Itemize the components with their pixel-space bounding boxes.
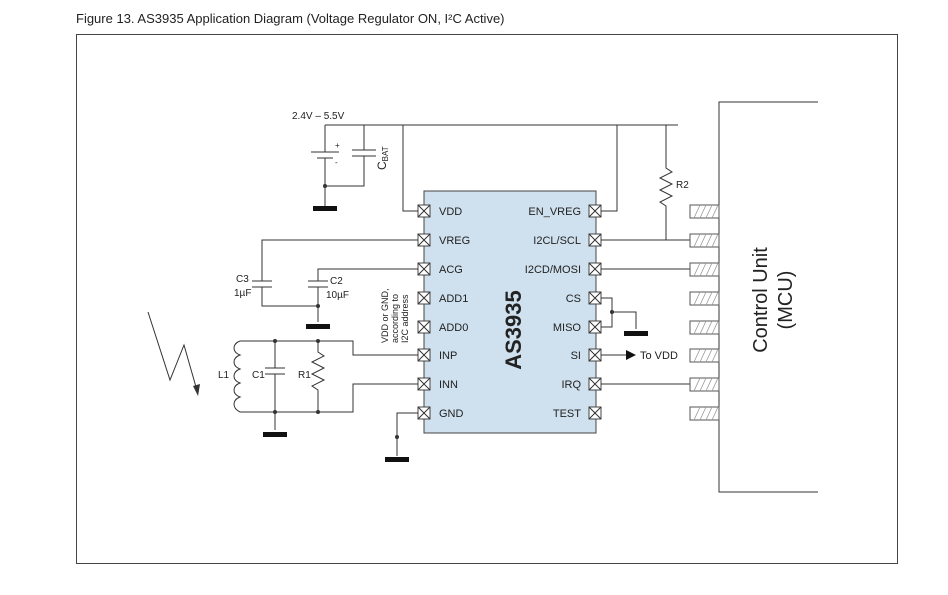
battery: + - — [311, 125, 340, 211]
c1-label: C1 — [252, 370, 265, 381]
wire-vdd — [402, 125, 418, 212]
antenna-circuit: L1 C1 R1 — [218, 339, 418, 437]
pin-i2cd-mosi: I2CD/MOSI — [525, 262, 602, 276]
pin-vreg: VREG — [417, 233, 470, 247]
pin-label-add1: ADD1 — [439, 293, 468, 305]
right-pins: EN_VREG I2CL/SCL I2CD/MOSI CS MISO SI IR… — [525, 204, 602, 420]
figure-caption: Figure 13. AS3935 Application Diagram (V… — [76, 11, 505, 26]
pin-label-irq: IRQ — [561, 379, 581, 391]
pin-label-inp: INP — [439, 350, 457, 362]
mcu-label-line1: Control Unit — [750, 247, 772, 353]
c2-label: C2 — [330, 276, 343, 287]
mcu-pin-hatching — [693, 204, 719, 421]
address-note: VDD or GND, according to I2C address — [380, 288, 410, 343]
lightning-arrow-icon — [193, 384, 200, 396]
l1-label: L1 — [218, 370, 230, 381]
pin-add0: ADD0 — [417, 320, 468, 334]
pin-label-gnd: GND — [439, 408, 464, 420]
supply-label: 2.4V – 5.5V — [292, 111, 345, 122]
pin-test: TEST — [553, 406, 602, 420]
pin-label-si: SI — [571, 350, 581, 362]
lightning-icon — [147, 311, 199, 395]
pin-label-cs: CS — [566, 293, 581, 305]
ground-symbol-chip — [385, 457, 409, 462]
pin-label-miso: MISO — [553, 322, 582, 334]
pin-label-inn: INN — [439, 379, 458, 391]
si-to-vdd: To VDD — [601, 350, 678, 362]
chip-body — [423, 190, 597, 434]
pin-inn: INN — [417, 377, 458, 391]
pin-vdd: VDD — [417, 204, 462, 218]
pin-acg: ACG — [417, 262, 463, 276]
inductor-l1 — [233, 340, 242, 413]
cbat-label: CBAT — [375, 146, 390, 170]
wire-en-vreg — [601, 125, 618, 212]
ground-symbol-antenna — [263, 432, 287, 437]
pin-add1: ADD1 — [417, 291, 468, 305]
pin-label-vreg: VREG — [439, 235, 470, 247]
pin-label-i2cl-scl: I2CL/SCL — [533, 235, 581, 247]
mcu-pins — [689, 204, 720, 421]
r1-label: R1 — [298, 370, 311, 381]
mcu-label-line2: (MCU) — [775, 271, 797, 330]
ground-symbol-cs — [624, 331, 648, 336]
pin-label-en-vreg: EN_VREG — [528, 206, 581, 218]
pin-label-add0: ADD0 — [439, 322, 468, 334]
to-vdd-label: To VDD — [640, 350, 678, 362]
left-pins: VDD VREG ACG ADD1 ADD0 INP INN GND — [417, 204, 470, 420]
c3-value: 1µF — [234, 288, 251, 299]
r2-label: R2 — [676, 180, 689, 191]
address-note-line1: VDD or GND, — [380, 288, 390, 343]
battery-plus-sign: + — [335, 141, 340, 150]
battery-minus-sign: - — [335, 158, 338, 167]
pin-cs: CS — [566, 291, 602, 305]
diagram-frame — [76, 34, 898, 564]
pin-inp: INP — [417, 348, 457, 362]
ground-symbol-battery — [313, 206, 337, 211]
c2-value: 10µF — [326, 290, 349, 301]
c3-label: C3 — [236, 274, 249, 285]
pin-label-vdd: VDD — [439, 206, 462, 218]
cs-miso-ground — [601, 297, 648, 336]
mcu-block: Control Unit (MCU) — [689, 101, 818, 493]
pin-i2cl-scl: I2CL/SCL — [533, 233, 602, 247]
ground-symbol-c2 — [306, 324, 330, 329]
capacitor-cbat: CBAT — [325, 125, 390, 187]
capacitor-c3: C3 1µF — [234, 239, 418, 307]
chip-name: AS3935 — [501, 290, 526, 370]
capacitor-c2: C2 10µF — [306, 268, 418, 329]
pin-en-vreg: EN_VREG — [528, 204, 602, 218]
chip-ground — [385, 412, 418, 462]
resistor-r1 — [310, 341, 326, 412]
pin-miso: MISO — [553, 320, 602, 334]
pin-label-i2cd-mosi: I2CD/MOSI — [525, 264, 581, 276]
resistor-r2: R2 — [658, 125, 689, 240]
pin-label-test: TEST — [553, 408, 581, 420]
pin-label-acg: ACG — [439, 264, 463, 276]
address-note-line2: according to — [390, 294, 400, 343]
address-note-line3: I2C address — [400, 294, 410, 343]
pin-gnd: GND — [417, 406, 464, 420]
pin-irq: IRQ — [561, 377, 602, 391]
